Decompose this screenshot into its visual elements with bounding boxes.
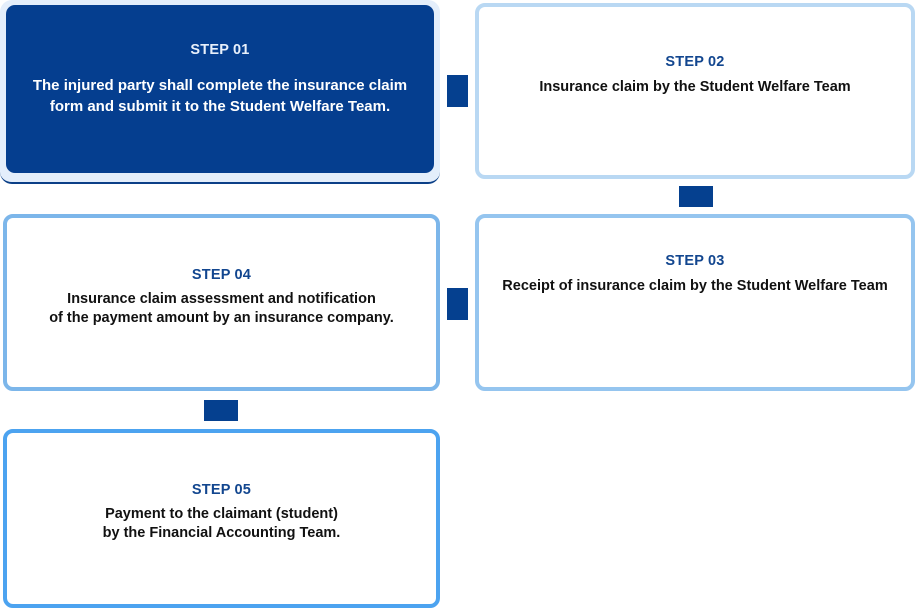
step-card-03[interactable]: STEP 03 Receipt of insurance claim by th…	[475, 214, 915, 391]
step-card-05[interactable]: STEP 05 Payment to the claimant (student…	[3, 429, 440, 608]
step-02-description: Insurance claim by the Student Welfare T…	[539, 79, 851, 96]
step-03-label: STEP 03	[665, 253, 725, 269]
step-01-container: STEP 01 The injured party shall complete…	[0, 0, 440, 184]
connector-step03-step04	[447, 288, 468, 320]
connector-step02-step03	[679, 186, 713, 207]
step-01-description: The injured party shall complete the ins…	[32, 77, 408, 115]
step-04-label: STEP 04	[191, 267, 252, 283]
step-01-label: STEP 01	[190, 42, 250, 58]
step-card-04[interactable]: STEP 04 Insurance claim assessment and n…	[3, 214, 440, 391]
step-05-label: STEP 05	[191, 482, 252, 498]
step-02-label: STEP 02	[665, 54, 725, 70]
step-05-description: Payment to the claimant (student) by the…	[102, 506, 341, 542]
step-card-02[interactable]: STEP 02 Insurance claim by the Student W…	[475, 3, 915, 179]
connector-step01-step02	[447, 75, 468, 107]
step-04-description: Insurance claim assessment and notificat…	[49, 291, 394, 327]
step-card-01[interactable]: STEP 01 The injured party shall complete…	[6, 5, 434, 173]
step-03-description: Receipt of insurance claim by the Studen…	[502, 278, 888, 295]
connector-step04-step05	[204, 400, 238, 421]
